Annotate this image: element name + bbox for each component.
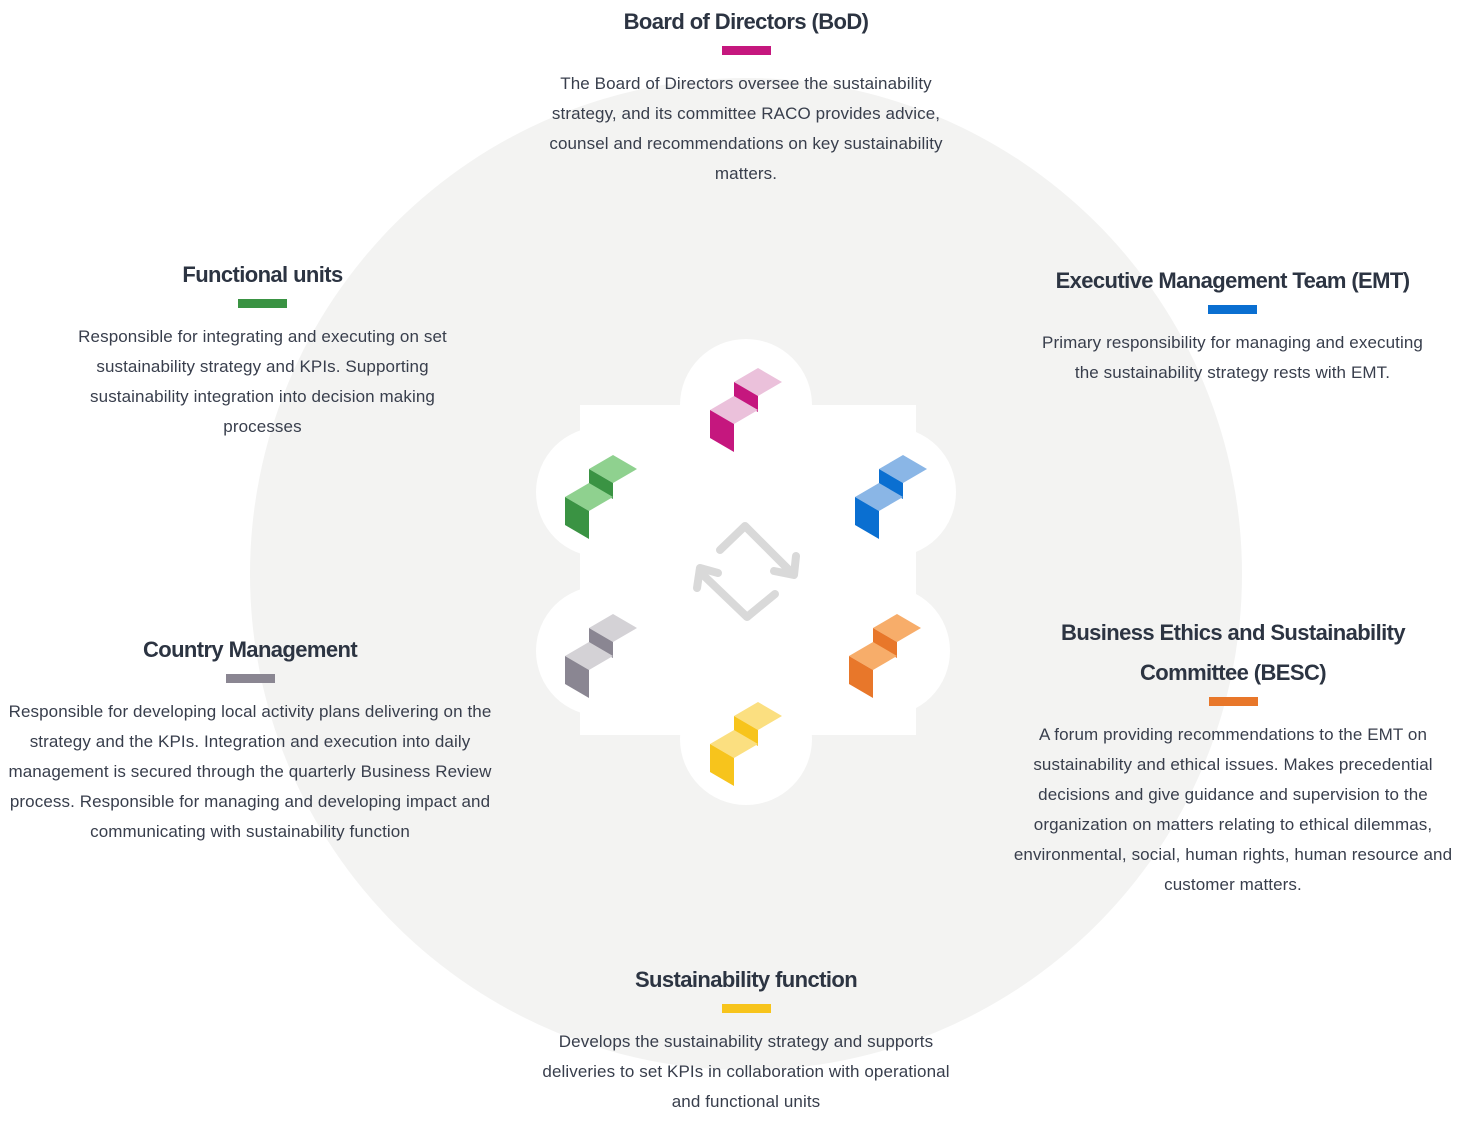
functional-units-title: Functional units (182, 262, 343, 287)
besc-description: A forum providing recommendations to the… (1013, 725, 1453, 894)
besc-stairs-icon (849, 614, 921, 698)
bod-stairs-icon (710, 368, 782, 452)
fu-stairs-icon (565, 455, 637, 539)
country-management-color-bar (225, 674, 275, 683)
sustainability-function-color-bar (721, 1004, 771, 1013)
bod-description: The Board of Directors oversee the susta… (549, 74, 943, 183)
functional-units-block: Functional units Responsible for integra… (70, 255, 455, 442)
emt-description: Primary responsibility for managing and … (1042, 333, 1423, 382)
bod-color-bar (721, 46, 771, 55)
functional-units-color-bar (238, 299, 287, 308)
functional-units-description: Responsible for integrating and executin… (78, 327, 447, 436)
sustainability-function-block: Sustainability function Develops the sus… (535, 960, 957, 1117)
cycle-arrows-icon (693, 522, 800, 621)
cm-stairs-icon (565, 614, 637, 698)
emt-title: Executive Management Team (EMT) (1055, 268, 1410, 293)
sustainability-function-description: Develops the sustainability strategy and… (542, 1032, 950, 1111)
sf-stairs-icon (710, 702, 782, 786)
hub-diagram (536, 339, 956, 805)
emt-block: Executive Management Team (EMT) Primary … (1030, 261, 1435, 388)
sustainability-function-title: Sustainability function (634, 967, 858, 992)
emt-color-bar (1208, 305, 1257, 314)
country-management-description: Responsible for developing local activit… (8, 702, 492, 841)
bod-title: Board of Directors (BoD) (623, 9, 869, 34)
besc-color-bar (1208, 697, 1258, 706)
besc-title: Business Ethics and Sustainability Commi… (1061, 620, 1406, 685)
emt-stairs-icon (855, 455, 927, 539)
country-management-block: Country Management Responsible for devel… (8, 630, 492, 847)
bod-block: Board of Directors (BoD) The Board of Di… (535, 2, 957, 189)
country-management-title: Country Management (142, 637, 358, 662)
besc-block: Business Ethics and Sustainability Commi… (1004, 613, 1462, 900)
